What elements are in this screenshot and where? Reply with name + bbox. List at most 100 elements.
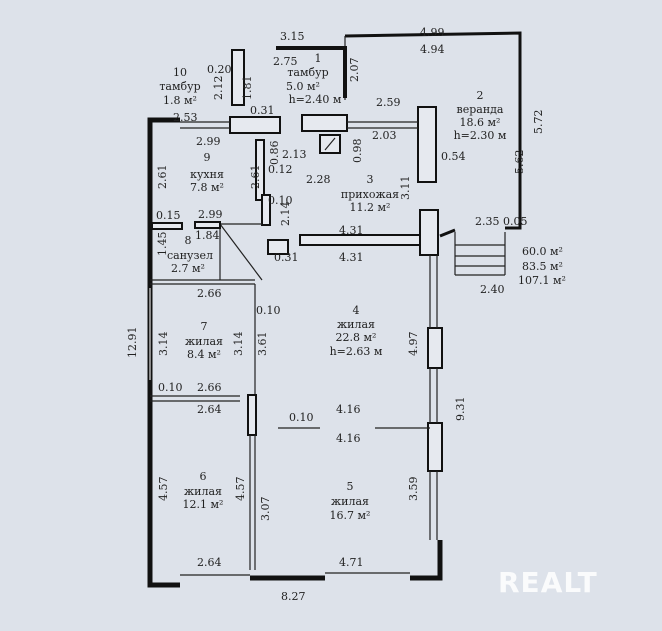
dimension-label: 2.13: [282, 148, 307, 161]
room-label-text: 5.0 м²: [286, 80, 320, 93]
dimension-label: 2.40: [480, 283, 505, 296]
dimension-label: 2.99: [198, 208, 223, 221]
dimension-label: 0.10: [256, 304, 281, 317]
dimension-label: 2.99: [196, 135, 221, 148]
dimension-label: 3.07: [259, 497, 272, 522]
room-label-text: 1: [315, 52, 322, 65]
dimension-label: 4.31: [339, 224, 364, 237]
room-label-text: жилая: [185, 335, 223, 348]
room-label-text: 22.8 м²: [336, 331, 377, 344]
dimension-label: 1.81: [241, 76, 254, 101]
dimension-label: 4.16: [336, 432, 361, 445]
dimension-label: 0.98: [351, 139, 364, 164]
dimension-label: 0.10: [268, 194, 293, 207]
room-label-text: прихожая: [341, 188, 399, 201]
dimension-label: 2.28: [306, 173, 331, 186]
dimension-label: 2.53: [173, 111, 198, 124]
room-label-text: жилая: [331, 495, 369, 508]
dimension-label: 2.12: [212, 76, 225, 101]
dimension-label: 4.97: [407, 332, 420, 357]
dimension-label: 2.66: [197, 381, 222, 394]
dimension-label: 2.64: [197, 556, 222, 569]
dimension-label: 0.15: [156, 209, 181, 222]
dimension-label: 4.31: [339, 251, 364, 264]
room-label-text: 2.7 м²: [171, 262, 205, 275]
dimension-label: 3.14: [232, 332, 245, 357]
dimension-labels: 3.15 4.99 4.94 0.20 2.75 2.07 2.12 1.81 …: [126, 26, 545, 603]
room-label-text: 12.1 м²: [183, 498, 224, 511]
dimension-label: 3.14: [157, 332, 170, 357]
room-label-text: 8.4 м²: [187, 348, 221, 361]
dimension-label: 2.59: [376, 96, 401, 109]
room-label-text: 7.8 м²: [190, 181, 224, 194]
room-label-text: 3: [367, 173, 374, 186]
room-label-text: 7: [201, 320, 208, 333]
room-label-text: 1.8 м²: [163, 94, 197, 107]
dimension-label: 3.59: [407, 477, 420, 502]
dimension-label: 4.99: [420, 26, 445, 39]
dimension-label: 0.86: [268, 141, 281, 166]
dimension-label: 2.64: [197, 403, 222, 416]
room-label-text: h=2.40 м: [289, 93, 342, 106]
dimension-label: 0.10: [158, 381, 183, 394]
dimension-label: 2.66: [197, 287, 222, 300]
room-label-text: кухня: [190, 168, 224, 181]
dimension-label: 2.03: [372, 129, 397, 142]
dimension-label: 12.91: [126, 327, 139, 359]
dimension-label: 0.31: [250, 104, 275, 117]
room-label-text: 8: [185, 234, 192, 247]
dimension-label: 1.84: [195, 229, 220, 242]
dimension-label: 2.61: [249, 165, 262, 190]
room-label-text: 9: [204, 151, 211, 164]
dimension-label: 9.31: [454, 397, 467, 422]
dimension-label: 2.75: [273, 55, 298, 68]
dimension-label: 3.15: [280, 30, 305, 43]
watermark-logo: REALT: [498, 566, 598, 599]
dimension-label: 3.61: [256, 332, 269, 357]
room-label-text: 6: [200, 470, 207, 483]
room-label-text: 18.6 м²: [460, 116, 501, 129]
dimension-label: 4.71: [339, 556, 364, 569]
dimension-label: 4.57: [157, 477, 170, 502]
dimension-label: 4.57: [234, 477, 247, 502]
dimension-label: 2.35: [475, 215, 500, 228]
dimension-label: 4.94: [420, 43, 445, 56]
dimension-label: 0.31: [274, 251, 299, 264]
dimension-label: 2.61: [156, 165, 169, 190]
total-area: 83.5 м²: [522, 260, 563, 273]
dimension-label: 8.27: [281, 590, 306, 603]
dimension-label: 5.72: [532, 110, 545, 135]
room-label-text: 2: [477, 89, 484, 102]
dimension-label: 2.14: [279, 202, 292, 227]
dimension-label: 0.05: [503, 215, 528, 228]
area-totals: 60.0 м² 83.5 м² 107.1 м²: [518, 245, 566, 287]
room-label-text: жилая: [337, 318, 375, 331]
dimension-label: 0.20: [207, 63, 232, 76]
room-label-text: 10: [173, 66, 187, 79]
dimension-label: 2.07: [348, 58, 361, 83]
total-area-with-veranda: 107.1 м²: [518, 274, 566, 287]
dimension-label: 3.11: [399, 176, 412, 201]
dimension-label: 5.62: [513, 150, 526, 175]
dimension-label: 0.54: [441, 150, 466, 163]
walls: [147, 31, 522, 588]
room-label-text: тамбур: [287, 66, 328, 79]
room-label-text: 4: [353, 304, 360, 317]
dimension-label: 0.10: [289, 411, 314, 424]
room-label-text: 16.7 м²: [330, 509, 371, 522]
room-label-text: санузел: [167, 249, 213, 262]
room-label-text: тамбур: [159, 80, 200, 93]
room-label-text: 11.2 м²: [350, 201, 391, 214]
room-label-text: веранда: [457, 103, 504, 116]
